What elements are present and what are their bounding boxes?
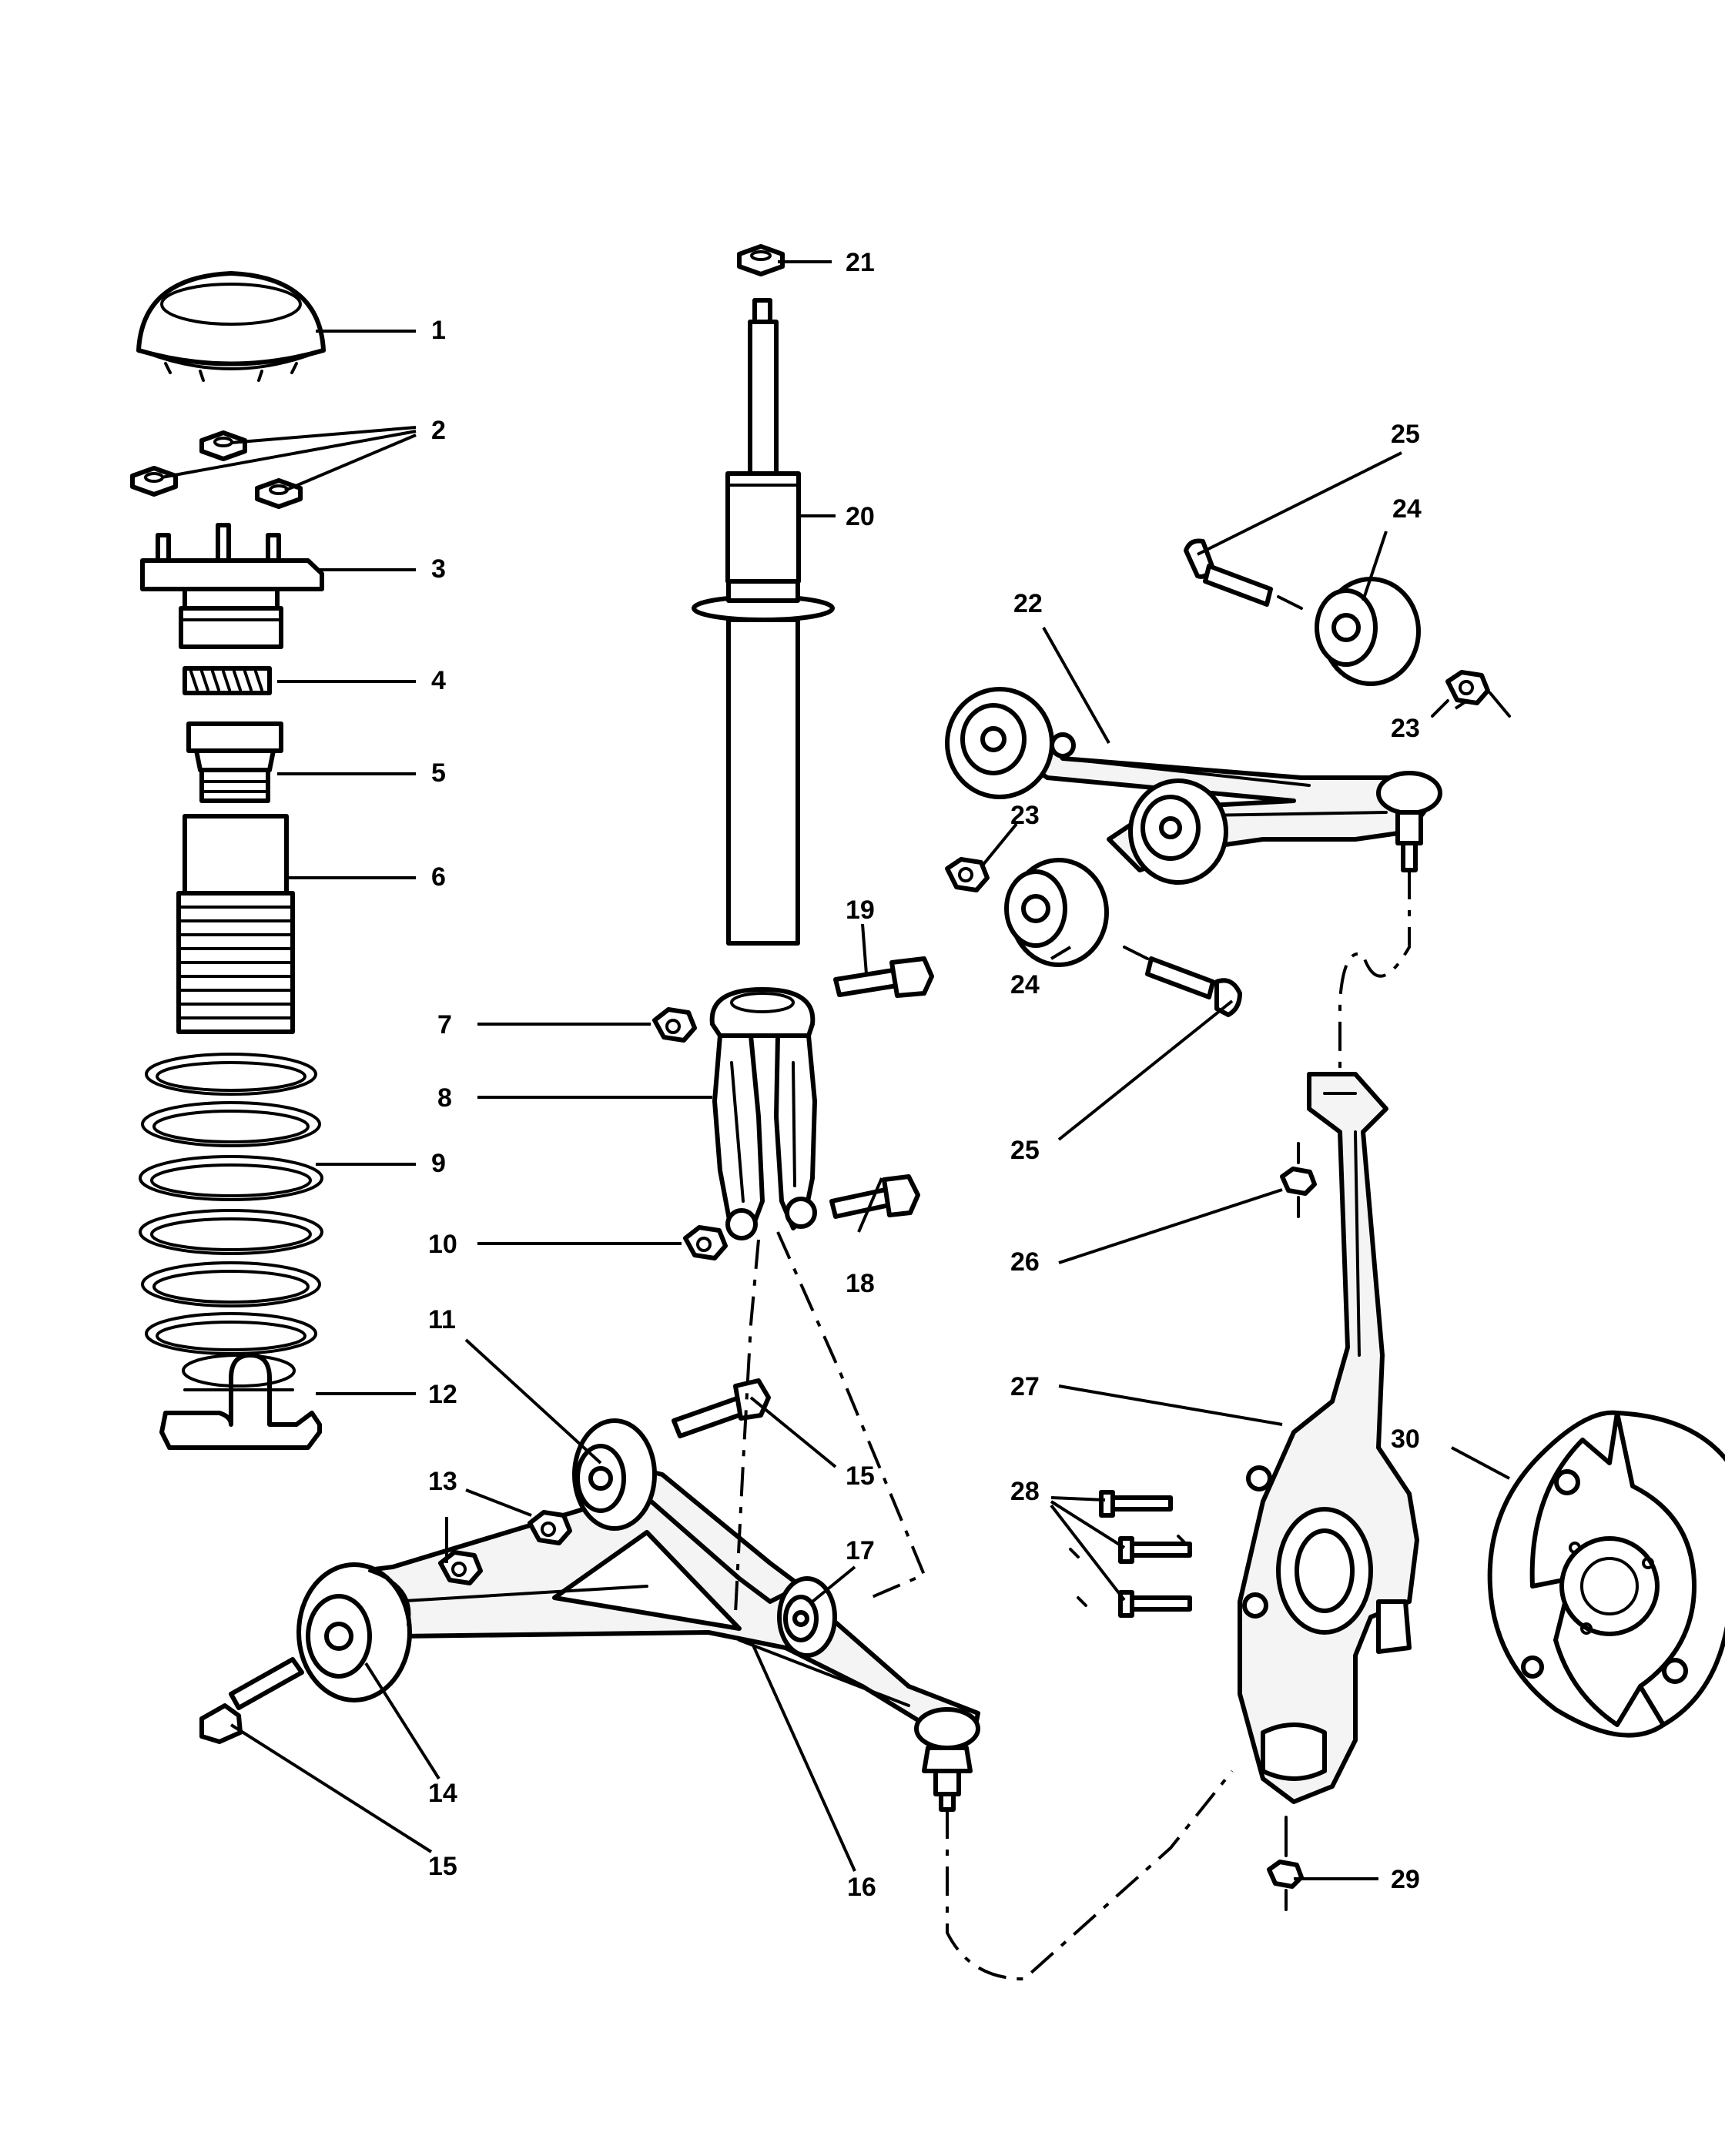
upper-arm-rear-bushing	[1128, 778, 1228, 885]
lower-arm-shock-bushing	[777, 1576, 837, 1658]
callout-9: 9	[431, 1149, 446, 1178]
shock-clevis-bracket	[709, 987, 817, 1240]
assembly-center-lines	[734, 870, 1411, 1981]
lower-arm-rear-bolt	[672, 1378, 771, 1438]
lower-control-arm	[329, 1461, 980, 1735]
callout-22: 22	[1013, 589, 1043, 618]
callout-29: 29	[1391, 1865, 1420, 1894]
callout-15-lower: 15	[428, 1852, 457, 1881]
upper-arm-nut-a	[1431, 670, 1511, 718]
callout-23-lower: 23	[1010, 801, 1040, 830]
upper-arm-nut-b	[945, 857, 990, 892]
spring-isolator	[186, 721, 283, 803]
mount-nuts	[130, 430, 303, 509]
lower-arm-rear-bushing	[572, 1418, 657, 1531]
callout-24-upper: 24	[1392, 494, 1422, 524]
callout-4: 4	[431, 666, 446, 695]
coil-spring	[139, 1053, 323, 1355]
lower-ball-joint	[914, 1707, 980, 1812]
callout-24-lower: 24	[1010, 970, 1040, 999]
lower-spring-seat	[159, 1353, 322, 1450]
callout-labels: 1 2 3 4 5 6 7 8 9 10 11 12 13 14 15 15 1…	[428, 248, 1422, 1902]
callout-10: 10	[428, 1230, 457, 1259]
knuckle-bolts	[1069, 1490, 1192, 1618]
upper-arm-bushing-b	[1004, 858, 1109, 967]
callout-26: 26	[1010, 1247, 1040, 1277]
callout-8: 8	[437, 1083, 452, 1113]
callout-16: 16	[847, 1873, 876, 1902]
dust-boot	[176, 814, 295, 1034]
brake-dust-shield	[1487, 1410, 1725, 1738]
callout-12: 12	[428, 1380, 457, 1409]
strut-bearing	[183, 666, 272, 695]
upper-arm-cam-bolt-a	[1184, 538, 1303, 610]
clevis-upper-bolt	[833, 956, 934, 998]
callout-15-upper: 15	[846, 1461, 875, 1491]
leader-lines	[161, 260, 1510, 1880]
upper-arm-bushing-a	[1315, 577, 1421, 686]
knuckle-lower-nut	[1267, 1816, 1304, 1911]
callout-3: 3	[431, 554, 446, 584]
callout-30: 30	[1391, 1424, 1420, 1454]
clevis-lower-nut	[683, 1225, 728, 1260]
upper-mount-cover	[136, 271, 326, 382]
callout-19: 19	[846, 896, 875, 925]
callout-6: 6	[431, 862, 446, 892]
upper-ball-joint	[1376, 771, 1442, 872]
lower-arm-front-bushing	[296, 1562, 412, 1702]
shock-absorber	[692, 298, 835, 946]
upper-arm-front-bushing	[945, 687, 1054, 799]
callout-11: 11	[428, 1305, 456, 1334]
lower-arm-nuts	[438, 1510, 572, 1585]
callout-27: 27	[1010, 1372, 1040, 1401]
callout-28: 28	[1010, 1477, 1040, 1506]
upper-strut-mount	[140, 523, 324, 649]
callout-5: 5	[431, 758, 446, 788]
lower-arm-front-bolt	[199, 1657, 304, 1744]
callout-7: 7	[437, 1010, 452, 1040]
callout-2: 2	[431, 416, 446, 445]
callout-25-lower: 25	[1010, 1136, 1040, 1165]
shock-top-nut	[737, 244, 785, 276]
callout-13: 13	[428, 1467, 457, 1496]
callout-25-upper: 25	[1391, 420, 1420, 449]
callout-17: 17	[846, 1536, 875, 1565]
callout-1: 1	[431, 316, 446, 345]
callout-14: 14	[428, 1779, 457, 1808]
callout-21: 21	[846, 248, 875, 277]
clevis-upper-nut	[652, 1007, 697, 1043]
callout-23-upper: 23	[1391, 714, 1420, 743]
steering-knuckle	[1238, 1072, 1419, 1804]
callout-18: 18	[846, 1269, 875, 1298]
upper-arm-cam-bolt-b	[1123, 946, 1242, 1017]
knuckle-upper-nut	[1280, 1142, 1317, 1218]
callout-20: 20	[846, 502, 875, 531]
